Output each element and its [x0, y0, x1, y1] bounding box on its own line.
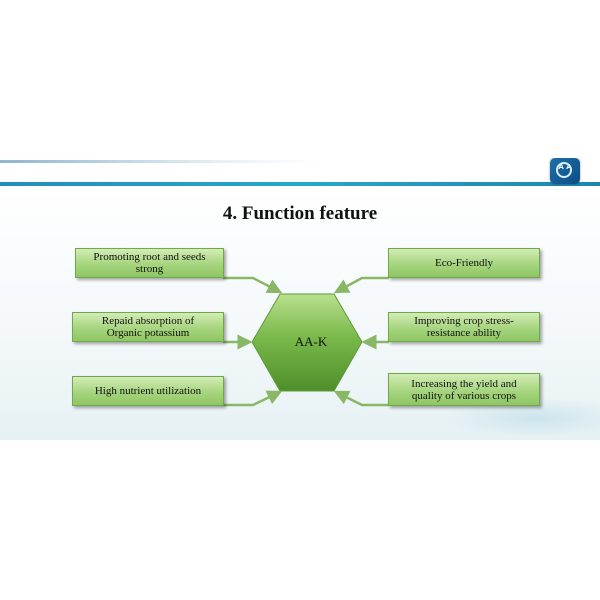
feature-label: Eco-Friendly: [434, 257, 494, 269]
company-logo-icon: A A: [550, 158, 580, 184]
feature-box-yield-quality: Increasing the yield and quality of vari…: [388, 373, 540, 406]
top-divider-line: [0, 160, 320, 163]
logo-lettering: A A: [558, 163, 572, 171]
feature-label: Repaid absorption of Organic potassium: [101, 315, 195, 339]
logo-ring: [556, 162, 572, 178]
connector-right-3: [333, 390, 389, 407]
feature-box-nutrient: High nutrient utilization: [72, 376, 224, 406]
slide: A A 4. Function feature AA-K Promoting r…: [0, 158, 600, 440]
center-label: AA-K: [294, 334, 328, 349]
feature-label: Increasing the yield and quality of vari…: [411, 377, 517, 402]
feature-box-eco-friendly: Eco-Friendly: [388, 248, 540, 278]
header-accent-bar: [0, 182, 600, 186]
feature-box-stress-resistance: Improving crop stress- resistance abilit…: [388, 312, 540, 342]
diagram-connectors: [223, 276, 389, 407]
feature-box-root-seeds: Promoting root and seeds strong: [75, 248, 224, 278]
slide-title: 4. Function feature: [222, 203, 378, 224]
feature-label: Promoting root and seeds strong: [93, 251, 206, 275]
feature-box-potassium: Repaid absorption of Organic potassium: [72, 312, 224, 342]
connector-right-1: [333, 276, 389, 294]
connector-left-1: [223, 276, 283, 294]
connector-left-3: [223, 390, 283, 407]
feature-label: High nutrient utilization: [94, 385, 202, 397]
feature-label: Improving crop stress- resistance abilit…: [414, 315, 514, 339]
